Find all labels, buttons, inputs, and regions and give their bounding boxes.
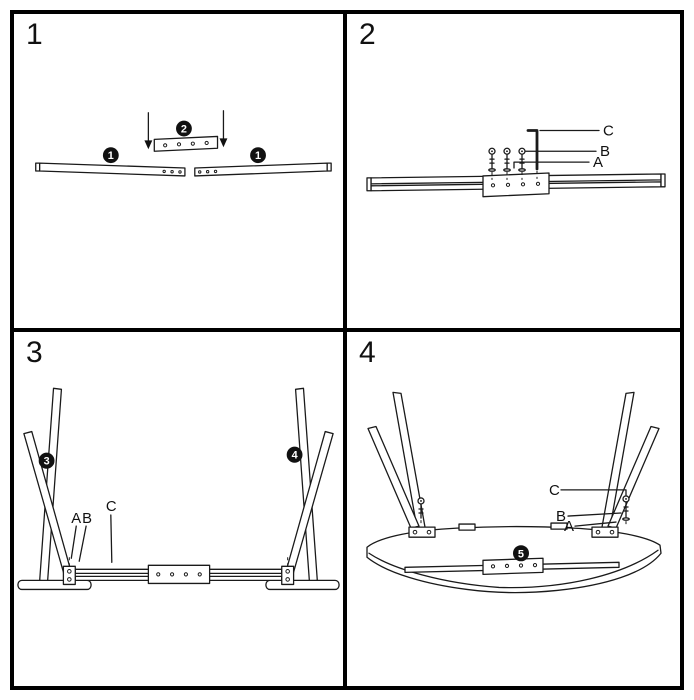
part-callout-4: 4 bbox=[286, 446, 303, 463]
callout-text: 4 bbox=[292, 450, 299, 462]
step-number: 1 bbox=[26, 18, 43, 51]
hardware-label-c: C bbox=[603, 124, 614, 140]
part-callout-3: 3 bbox=[38, 452, 55, 469]
step-3-panel: 3 bbox=[14, 332, 347, 686]
step-number: 3 bbox=[26, 336, 43, 369]
leader-line-c bbox=[560, 489, 627, 496]
hardware-label-a: A bbox=[564, 518, 574, 535]
callout-text: 2 bbox=[181, 123, 187, 135]
hardware-label-c: C bbox=[549, 482, 560, 499]
leader-line-b bbox=[78, 525, 87, 562]
instruction-grid: 1 bbox=[10, 10, 684, 690]
step-4-diagram: C B A 5 bbox=[366, 391, 662, 594]
part-callout-2: 2 bbox=[176, 120, 192, 137]
hardware-label-c: C bbox=[106, 498, 117, 515]
hardware-label-b: B bbox=[82, 510, 92, 527]
leader-line-a bbox=[70, 525, 77, 559]
step-1-panel: 1 bbox=[14, 14, 347, 332]
hardware-label-a: A bbox=[71, 510, 81, 527]
step-3-diagram: A B C 3 4 bbox=[17, 387, 340, 591]
step-4-panel: 4 bbox=[347, 332, 680, 686]
screw-icon bbox=[518, 147, 526, 172]
part-callout-1-left: 1 bbox=[102, 147, 119, 164]
callout-text: 3 bbox=[44, 456, 50, 468]
leg-assembly-right bbox=[265, 387, 340, 591]
part-callout-5: 5 bbox=[513, 545, 529, 562]
leader-line-c bbox=[110, 514, 113, 563]
center-plate bbox=[482, 172, 550, 198]
crossbar bbox=[62, 564, 295, 586]
hardware-label-b: B bbox=[600, 144, 610, 160]
leader-line-a bbox=[513, 161, 590, 169]
callout-text: 1 bbox=[255, 150, 261, 162]
beam-left bbox=[35, 162, 186, 177]
leader-line-a bbox=[574, 521, 617, 527]
hardware-label-a: A bbox=[593, 155, 603, 171]
allen-key-icon bbox=[526, 129, 539, 171]
leader-line-b bbox=[567, 512, 622, 517]
beam-right bbox=[194, 162, 332, 177]
leg-assembly-left bbox=[367, 391, 436, 538]
step-2-diagram: C B A bbox=[366, 124, 666, 198]
crossbar bbox=[404, 557, 620, 576]
down-arrow-icon bbox=[219, 110, 228, 148]
screw-icon bbox=[417, 497, 425, 527]
leg-assembly-right bbox=[591, 391, 660, 538]
screw-icon bbox=[622, 495, 630, 528]
step-number: 2 bbox=[359, 18, 376, 51]
step-2-panel: 2 bbox=[347, 14, 680, 332]
screw-icon bbox=[503, 147, 511, 172]
screw-icon bbox=[488, 147, 496, 172]
step-number: 4 bbox=[359, 336, 376, 369]
down-arrow-icon bbox=[144, 112, 153, 150]
hardware-label-b: B bbox=[556, 508, 566, 525]
step-1-diagram: 1 2 1 bbox=[35, 110, 332, 177]
callout-text: 1 bbox=[108, 150, 114, 162]
part-callout-1-right: 1 bbox=[250, 147, 266, 164]
connector-bracket bbox=[153, 135, 219, 152]
callout-text: 5 bbox=[518, 548, 524, 560]
